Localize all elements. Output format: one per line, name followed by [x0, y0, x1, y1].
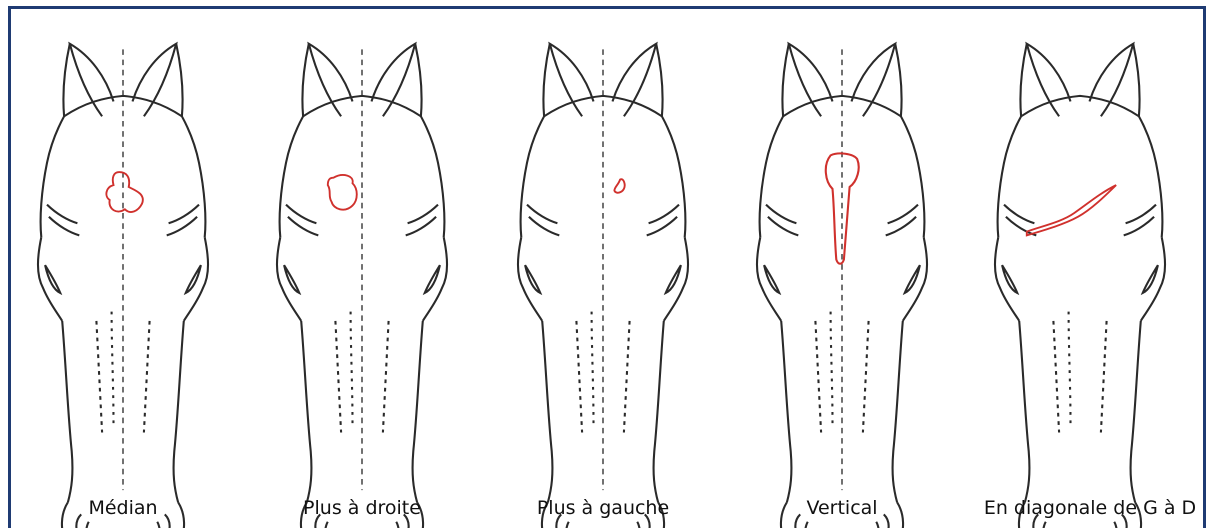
horse-head-outline: [995, 44, 1165, 528]
label-vertical: Vertical: [806, 497, 877, 525]
label-diagonal: En diagonale de G à D: [984, 497, 1196, 525]
marking-right: [328, 175, 357, 210]
panel-median: [38, 44, 208, 528]
panel-diagonal: [995, 44, 1165, 528]
marking-diagonal: [1027, 185, 1116, 235]
marking-left: [614, 179, 624, 192]
panel-right: [277, 44, 447, 528]
panel-vertical: [757, 44, 927, 528]
label-median: Médian: [88, 497, 157, 525]
label-left: Plus à gauche: [537, 497, 669, 525]
panel-left: [518, 44, 688, 528]
marking-median: [106, 172, 142, 212]
label-right: Plus à droite: [303, 497, 421, 525]
